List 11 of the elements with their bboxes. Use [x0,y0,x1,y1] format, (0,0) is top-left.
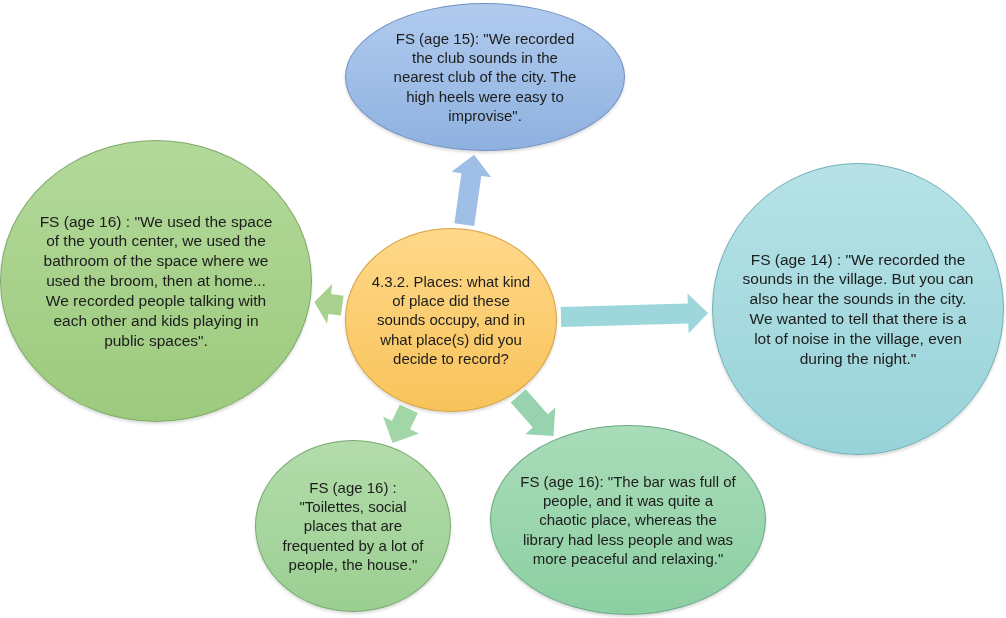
block-arrow [451,154,492,227]
quote-text: 4.3.2. Places: what kind of place did these sounds occupy, and in what place(s) did you decide to record? [370,272,532,368]
block-arrow [510,389,556,436]
quote-text: FS (age 15): "We recorded the club sounds in the nearest club of the city. The high heels were easy to improvise". [392,29,578,125]
quote-text: FS (age 16): "The bar was full of people, and it was quite a chaotic place, whereas the library had less people and was more peaceful and relaxing." [519,472,737,568]
quote-text: FS (age 14) : "We recorded the sounds in the village. But you can also hear the sounds in the city. We wanted to tell that there is a lot of noise in the village, even during the night." [741,249,975,369]
block-arrow [560,293,709,334]
quote-text: FS (age 16) : "Toilettes, social places that are frequented by a lot of people, the house." [281,478,425,574]
block-arrow [383,404,420,443]
quote-text: FS (age 16) : "We used the space of the youth center, we used the bathroom of the space where we used the broom, then at home... We recorded people talking with each other and kids playing in public spaces". [38,211,274,351]
block-arrow [314,284,344,324]
